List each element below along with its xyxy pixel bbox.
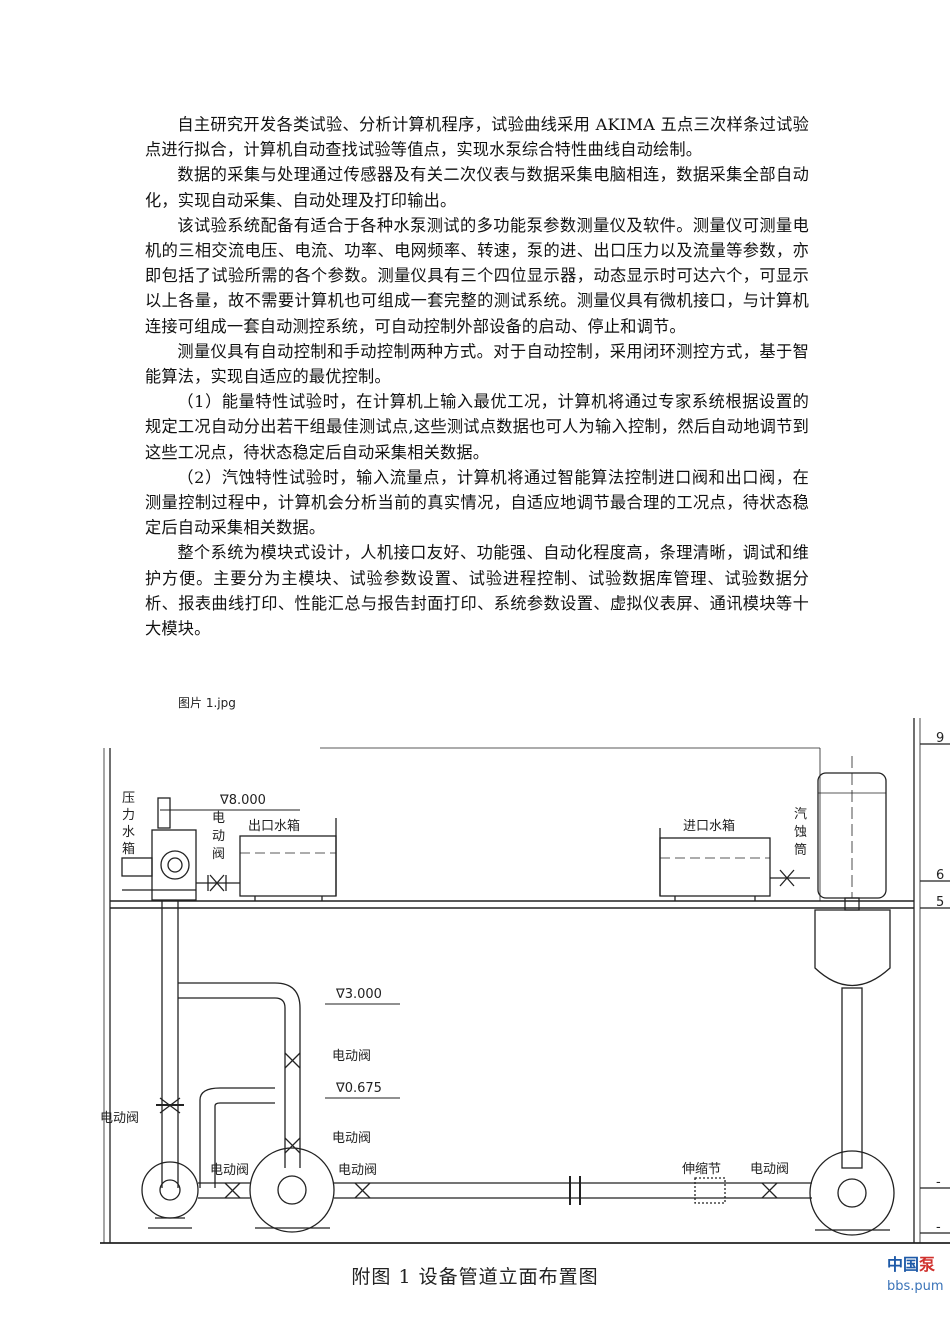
svg-text:蚀: 蚀 [794, 825, 807, 840]
watermark-title: 中国泵 [887, 1251, 950, 1275]
valve-label: 电动阀 [332, 1131, 371, 1146]
paragraph: 该试验系统配备有适合于各种水泵测试的多功能泵参数测量仪及软件。测量仪可测量电机的… [145, 215, 809, 336]
svg-text:筒: 筒 [794, 842, 807, 858]
paragraph: （1）能量特性试验时，在计算机上输入最优工况，计算机将通过专家系统根据设置的规定… [145, 392, 809, 462]
level-mark: - [936, 1220, 941, 1235]
watermark-url: bbs.pum [887, 1279, 944, 1294]
valve-label: 电动阀 [332, 1049, 371, 1064]
svg-text:压: 压 [122, 791, 135, 806]
paragraph: 测量仪具有自动控制和手动控制两种方式。对于自动控制，采用闭环测控方式，基于智能算… [145, 341, 809, 387]
inlet-tank: 进口水箱 [659, 818, 810, 901]
figure-caption: 附图 1 设备管道立面布置图 [351, 1266, 599, 1288]
piping-elevation-figure: 9 6 5 - - ∇8.000 ∇3.000 ∇0.675 压 力 水 箱 电… [100, 718, 950, 1298]
outlet-tank: 出口水箱 [239, 818, 337, 901]
valve-label: 电动阀 [338, 1163, 377, 1178]
level-mark: - [936, 1175, 941, 1190]
pressure-tank [121, 797, 197, 901]
pressure-tank-label: 压 力 水 箱 [122, 791, 135, 857]
pump-main: 电动阀 [249, 1147, 680, 1233]
level-marker-8000: ∇8.000 [160, 793, 300, 811]
top-valve [196, 874, 240, 892]
svg-text:阀: 阀 [212, 847, 225, 862]
svg-text:出口水箱: 出口水箱 [248, 818, 300, 834]
watermark-logo: 中国泵 bbs.pum [887, 1251, 950, 1299]
svg-text:动: 动 [212, 829, 225, 844]
svg-text:汽: 汽 [794, 807, 807, 822]
vertical-pipe-left: 电动阀 [100, 900, 184, 1188]
svg-text:伸缩节: 伸缩节 [682, 1161, 721, 1177]
svg-text:电: 电 [212, 811, 225, 826]
valve-label: 电动阀 [750, 1162, 789, 1177]
pump-right [809, 1150, 895, 1236]
svg-text:∇0.675: ∇0.675 [335, 1081, 382, 1096]
level-mark: 6 [936, 868, 944, 883]
right-edge-level-marks: 9 6 5 - - [936, 731, 944, 1235]
svg-text:∇3.000: ∇3.000 [335, 987, 382, 1002]
svg-text:箱: 箱 [122, 841, 135, 857]
level-marker-0675: ∇0.675 [325, 1081, 400, 1099]
paragraph: 数据的采集与处理通过传感器及有关二次仪表与数据采集电脑相连，数据采集全部自动化，… [145, 165, 809, 210]
lower-pipe-branch [199, 1087, 275, 1188]
image-filename: 图片 1.jpg [178, 696, 236, 710]
article-body: 自主研究开发各类试验、分析计算机程序，试验曲线采用 AKIMA 五点三次样条过试… [145, 112, 809, 641]
paragraph: 自主研究开发各类试验、分析计算机程序，试验曲线采用 AKIMA 五点三次样条过试… [145, 115, 809, 160]
paragraph: （2）汽蚀特性试验时，输入流量点，计算机将通过智能算法控制进口阀和出口阀，在测量… [145, 467, 809, 538]
level-mark: 9 [936, 731, 944, 746]
svg-text:∇8.000: ∇8.000 [219, 793, 266, 808]
watermark-cn: 中国 [887, 1255, 920, 1274]
paragraph: 整个系统为模块式设计，人机接口友好、功能强、自动化程度高，条理清晰，调试和维护方… [145, 543, 809, 639]
upper-pipe-branch: 电动阀 电动阀 [178, 982, 371, 1168]
level-mark: 5 [936, 895, 944, 910]
pump-1: 电动阀 [141, 1161, 250, 1229]
expansion-joint: 伸缩节 电动阀 [680, 1161, 812, 1204]
level-marker-3000: ∇3.000 [325, 987, 400, 1005]
building-frame [100, 718, 950, 1244]
valve-label: 电动阀 [210, 1163, 249, 1178]
svg-text:水: 水 [122, 825, 135, 840]
valve-label: 电动阀 [100, 1111, 139, 1126]
watermark-pump: 泵 [919, 1255, 936, 1274]
svg-text:进口水箱: 进口水箱 [683, 818, 735, 834]
svg-text:力: 力 [122, 808, 135, 823]
cavitation-tank: 汽 蚀 筒 [794, 756, 891, 1169]
top-valve-label: 电 动 阀 [212, 811, 225, 862]
